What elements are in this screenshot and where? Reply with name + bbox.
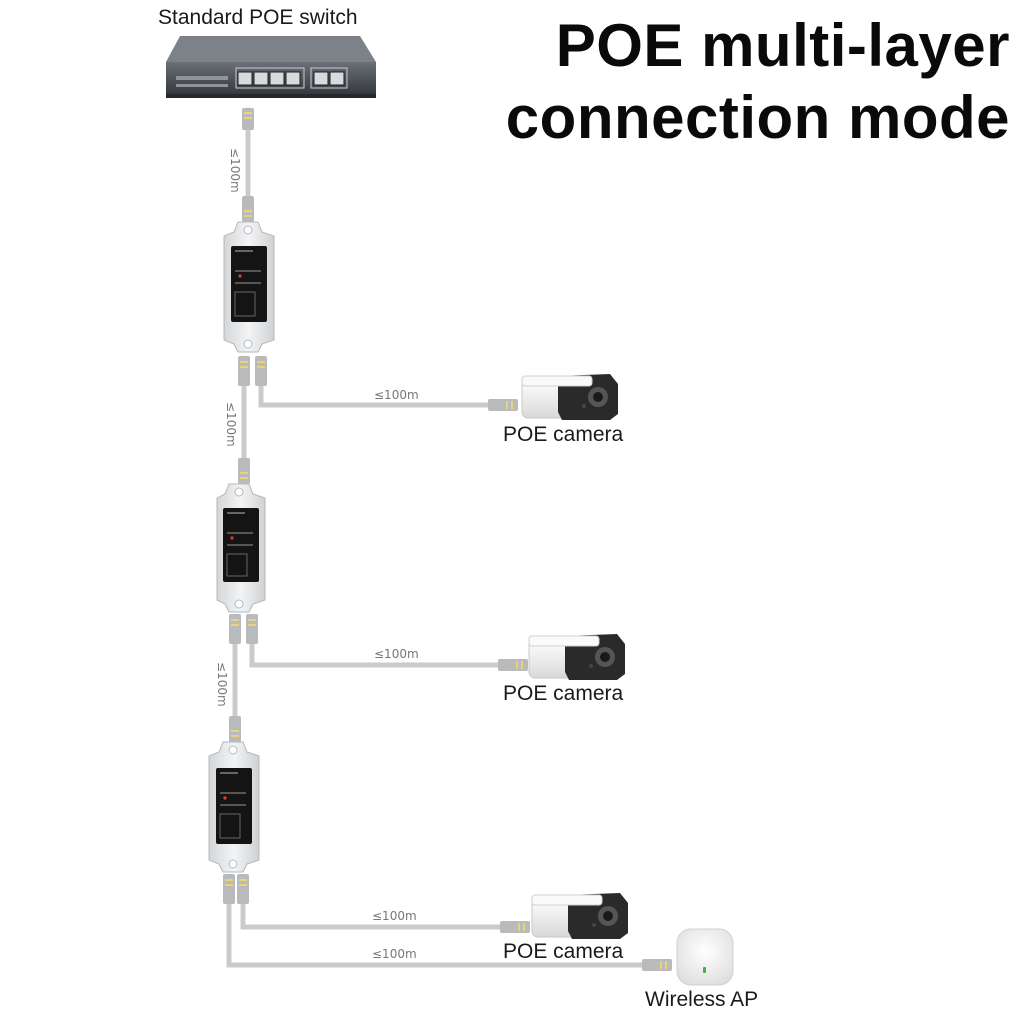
wireless-ap — [676, 928, 734, 986]
distance-label-switch-ext1: ≤100m — [228, 148, 242, 193]
connector-ext2-in — [238, 458, 250, 484]
poe-extender-2 — [216, 483, 266, 613]
title-line-2: connection mode — [505, 84, 1010, 151]
cable-extender-2-to-camera-2 — [249, 637, 511, 668]
connector-ext2-out-b — [246, 614, 258, 644]
connector-camera-1 — [488, 399, 518, 411]
distance-labels: ≤100m ≤100m ≤100m ≤100m ≤100m ≤100m ≤100… — [215, 148, 419, 961]
connector-ext1-out-b — [255, 356, 267, 386]
cables — [226, 107, 655, 968]
distance-label-ext2-camera2: ≤100m — [374, 647, 419, 661]
connector-ext2-out-a — [229, 614, 241, 644]
distance-label-ext3-camera3: ≤100m — [372, 909, 417, 923]
poe-camera-2 — [528, 634, 625, 680]
connector-ext1-out-a — [238, 356, 250, 386]
camera-3-label: POE camera — [503, 940, 624, 963]
distance-label-ext1-ext2: ≤100m — [224, 402, 238, 447]
connector-ext3-in — [229, 716, 241, 742]
switch-ports — [237, 71, 345, 86]
cable-extender-3-to-wireless-ap — [226, 895, 655, 968]
wireless-ap-label: Wireless AP — [645, 988, 759, 1011]
cable-extender-1-to-camera-1 — [258, 377, 501, 408]
connector-wireless-ap — [642, 959, 672, 971]
distance-label-ext3-ap: ≤100m — [372, 947, 417, 961]
connector-ext3-out-a — [223, 874, 235, 904]
connector-camera-2 — [498, 659, 528, 671]
title-line-1: POE multi-layer — [555, 12, 1010, 79]
camera-2-label: POE camera — [503, 682, 624, 705]
connector-switch — [242, 108, 254, 130]
connector-camera-3 — [500, 921, 530, 933]
distance-label-ext2-ext3: ≤100m — [215, 662, 229, 707]
cable-extender-3-to-camera-3 — [240, 895, 515, 930]
distance-label-ext1-camera1: ≤100m — [374, 388, 419, 402]
diagram-title: POE multi-layer connection mode — [430, 10, 1010, 154]
camera-1-label: POE camera — [503, 423, 624, 446]
poe-extender-1 — [223, 221, 275, 353]
rj45-connectors — [223, 108, 672, 971]
poe-switch — [166, 36, 376, 98]
connector-ext3-out-b — [237, 874, 249, 904]
poe-camera-3 — [531, 893, 628, 939]
poe-camera-1 — [521, 374, 618, 420]
switch-label: Standard POE switch — [158, 6, 358, 29]
poe-extender-3 — [208, 741, 260, 873]
connector-ext1-in — [242, 196, 254, 222]
